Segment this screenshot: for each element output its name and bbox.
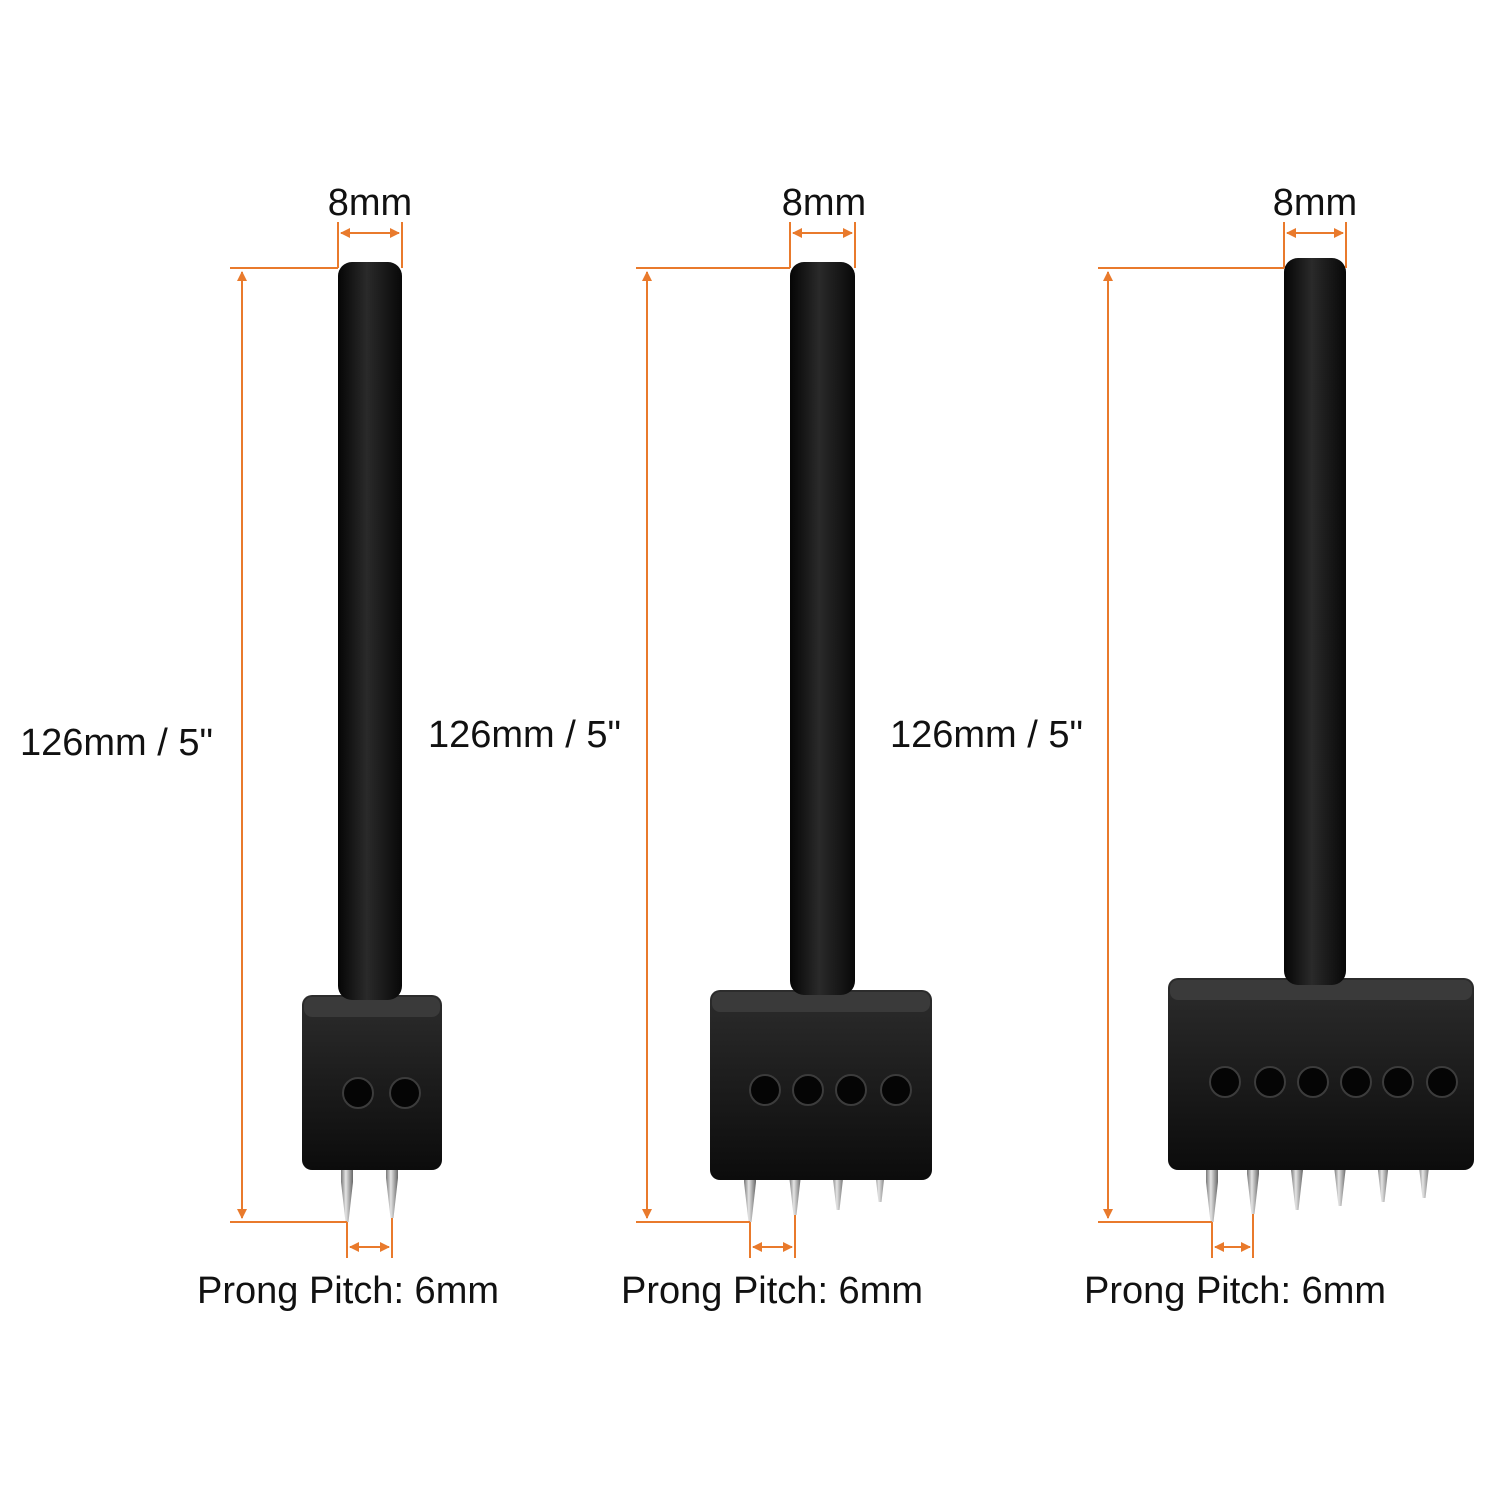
punch-tool-4-prong: 8mm 126mm / 5" Prong Pitch: 6mm (428, 182, 932, 1312)
screw-hole (835, 1074, 867, 1106)
screw-hole (1426, 1066, 1458, 1098)
screw-hole (342, 1077, 374, 1109)
prong (1377, 1162, 1389, 1202)
punch-head-block (302, 995, 442, 1170)
prong (341, 1162, 353, 1222)
screw-hole (1209, 1066, 1241, 1098)
prong (1291, 1162, 1303, 1210)
screw-hole (1297, 1066, 1329, 1098)
screw-hole (749, 1074, 781, 1106)
screw-hole (1254, 1066, 1286, 1098)
block-top-face (304, 997, 440, 1017)
handle-rod (790, 262, 855, 995)
block-top-face (1170, 980, 1472, 1000)
dimension-lines (230, 222, 403, 1258)
length-label: 126mm / 5" (890, 714, 1083, 756)
prong (789, 1172, 801, 1215)
prong (386, 1162, 398, 1218)
prong-pitch-label: Prong Pitch: 6mm (621, 1270, 923, 1312)
length-label: 126mm / 5" (20, 722, 213, 764)
length-label: 126mm / 5" (428, 714, 621, 756)
dimension-lines (1098, 222, 1347, 1258)
punch-tool-2-prong: 8mm 126mm / 5" Prong Pitch: 6mm (20, 182, 499, 1312)
prong (744, 1172, 756, 1222)
screw-hole (792, 1074, 824, 1106)
prong (1334, 1162, 1346, 1206)
punch-tool-6-prong: 8mm 126mm / 5" Prong Pitch: 6mm (890, 182, 1474, 1312)
handle-rod (338, 262, 402, 1000)
diameter-label: 8mm (1273, 182, 1357, 224)
prong (1247, 1162, 1259, 1214)
prong (1206, 1162, 1218, 1222)
handle-rod (1284, 258, 1346, 985)
prong-pitch-label: Prong Pitch: 6mm (1084, 1270, 1386, 1312)
dimension-lines (636, 222, 856, 1258)
screw-hole (389, 1077, 421, 1109)
screw-hole (880, 1074, 912, 1106)
screw-hole (1340, 1066, 1372, 1098)
block-top-face (712, 992, 930, 1012)
diameter-label: 8mm (328, 182, 412, 224)
diameter-label: 8mm (782, 182, 866, 224)
screw-hole (1382, 1066, 1414, 1098)
prong-pitch-label: Prong Pitch: 6mm (197, 1270, 499, 1312)
